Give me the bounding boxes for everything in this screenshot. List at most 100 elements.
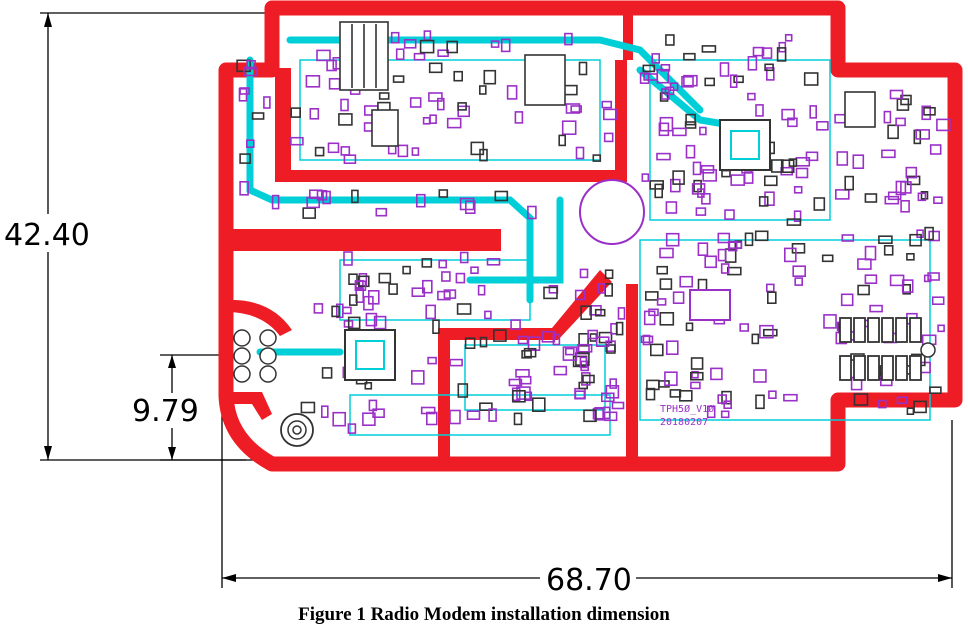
component-pad bbox=[929, 386, 942, 395]
component-pad bbox=[425, 411, 438, 426]
component-pad bbox=[342, 306, 352, 315]
component-pad bbox=[933, 196, 943, 204]
component-pad bbox=[428, 92, 443, 102]
component-pad bbox=[844, 175, 855, 191]
component-pad bbox=[425, 304, 437, 320]
component-pad bbox=[564, 32, 573, 46]
component-pad bbox=[565, 103, 581, 114]
component-pad bbox=[411, 147, 420, 156]
component-pad bbox=[574, 390, 586, 400]
component-pad bbox=[913, 400, 927, 414]
component-pad bbox=[367, 289, 380, 305]
component-pad bbox=[656, 152, 671, 161]
component-pad bbox=[309, 108, 320, 120]
component-pad bbox=[881, 149, 896, 159]
component-pad bbox=[438, 189, 449, 198]
component-pad bbox=[395, 48, 405, 61]
component-pad bbox=[531, 397, 546, 413]
component-pad bbox=[552, 333, 561, 346]
component-pad bbox=[579, 356, 588, 369]
component-pad bbox=[246, 59, 256, 70]
component-pad bbox=[362, 412, 376, 427]
component-pad bbox=[928, 230, 941, 242]
component-pad bbox=[438, 259, 448, 269]
component-pad bbox=[437, 290, 451, 301]
component-pad bbox=[901, 279, 914, 293]
component-pad bbox=[920, 191, 929, 200]
component-pad bbox=[421, 258, 433, 268]
component-pad bbox=[906, 253, 915, 261]
component-pad bbox=[600, 392, 615, 403]
component-pad bbox=[883, 245, 894, 256]
component-pad bbox=[390, 31, 400, 44]
component-pad bbox=[895, 117, 906, 127]
component-pad bbox=[733, 75, 744, 84]
component-pad bbox=[246, 139, 255, 148]
mounting-features bbox=[233, 179, 936, 447]
component-pad bbox=[580, 372, 591, 386]
component-pad bbox=[936, 118, 951, 132]
component-pad bbox=[321, 367, 333, 379]
component-pad bbox=[459, 251, 469, 264]
component-pad bbox=[783, 393, 798, 402]
component-pad bbox=[821, 254, 834, 263]
component-pad bbox=[900, 200, 910, 213]
silkscreen-thin bbox=[299, 59, 931, 436]
component-pad bbox=[512, 389, 526, 403]
component-pad bbox=[314, 146, 325, 157]
component-pad bbox=[744, 232, 754, 247]
component-pad bbox=[602, 108, 618, 121]
component-pad bbox=[347, 316, 361, 330]
component-pad bbox=[906, 175, 921, 186]
component-pad bbox=[719, 62, 730, 77]
component-pad bbox=[308, 189, 323, 199]
width-dimension-label: 68.70 bbox=[546, 563, 632, 598]
component-pad bbox=[929, 144, 942, 155]
component-pad bbox=[322, 190, 331, 205]
component-pad bbox=[783, 247, 797, 263]
component-pad bbox=[751, 333, 760, 345]
component-pad bbox=[937, 324, 945, 333]
component-pad bbox=[523, 347, 537, 358]
component-pad bbox=[900, 94, 912, 106]
component-pad bbox=[730, 174, 746, 186]
component-pad bbox=[665, 34, 675, 46]
component-pad bbox=[603, 132, 614, 143]
component-pad bbox=[690, 357, 704, 370]
component-pad bbox=[578, 332, 589, 347]
component-pad bbox=[413, 52, 426, 61]
component-pad bbox=[456, 303, 472, 315]
component-pad bbox=[239, 153, 251, 164]
component-pad bbox=[726, 266, 742, 276]
component-pad bbox=[793, 210, 802, 222]
component-pad bbox=[392, 75, 405, 83]
component-pad bbox=[500, 38, 511, 53]
component-pad bbox=[415, 193, 426, 208]
component-pad bbox=[313, 303, 324, 314]
component-pad bbox=[649, 343, 664, 357]
component-pad bbox=[615, 321, 624, 336]
component-pad bbox=[701, 193, 711, 205]
component-pad bbox=[446, 117, 462, 129]
component-pad bbox=[816, 121, 829, 131]
component-pad bbox=[578, 61, 588, 76]
component-pad bbox=[923, 274, 932, 283]
component-pad bbox=[786, 218, 802, 226]
component-pad bbox=[765, 67, 775, 81]
component-pad bbox=[410, 370, 425, 385]
component-pad bbox=[659, 116, 674, 132]
component-pad bbox=[388, 283, 398, 295]
component-pad bbox=[895, 180, 907, 196]
component-pad bbox=[681, 76, 694, 88]
component-pad bbox=[787, 117, 798, 128]
component-pad bbox=[648, 308, 659, 317]
component-pad bbox=[763, 175, 778, 187]
component-pad bbox=[764, 63, 774, 72]
component-pad bbox=[510, 319, 521, 330]
component-pad bbox=[717, 394, 728, 404]
component-pad bbox=[478, 85, 487, 95]
component-pad bbox=[642, 334, 651, 346]
component-pad bbox=[710, 367, 723, 381]
component-pad bbox=[583, 409, 597, 423]
component-pad bbox=[263, 96, 271, 109]
